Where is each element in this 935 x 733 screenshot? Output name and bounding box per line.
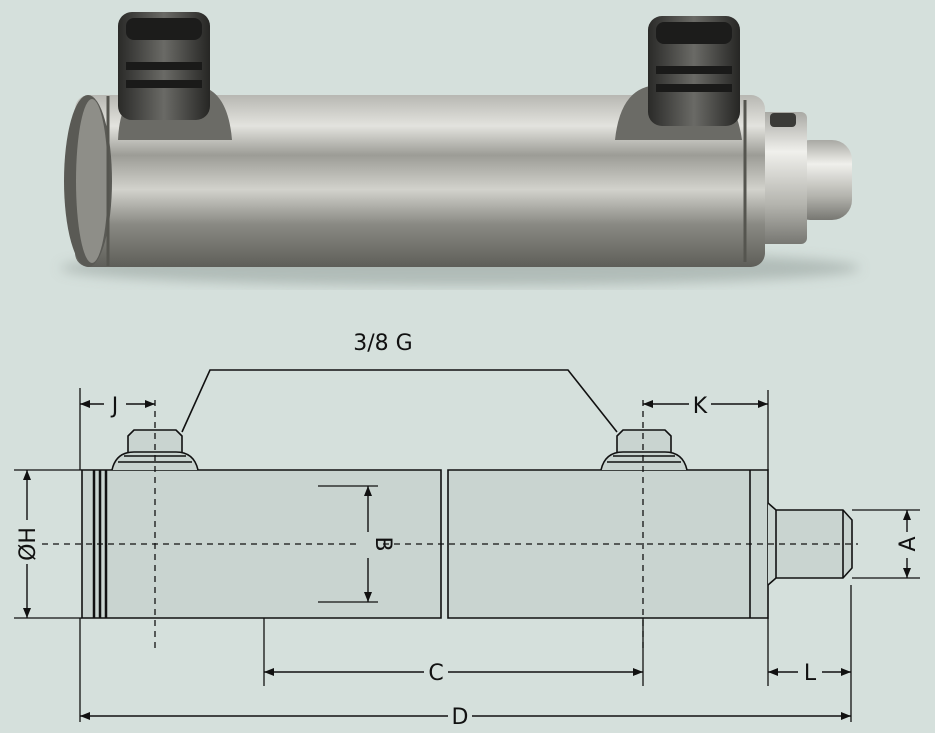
right-port-boss — [600, 429, 688, 471]
dim-label-d: D — [452, 705, 469, 730]
cylinder-photo — [60, 12, 860, 286]
dim-label-c: C — [428, 661, 443, 686]
dimension-labels: 3/8 G J K ØH B A C L D — [14, 331, 921, 730]
dim-label-h: ØH — [16, 527, 41, 561]
piston-rod — [767, 502, 853, 586]
dim-label-l: L — [804, 661, 817, 686]
dim-label-a: A — [896, 536, 921, 551]
port-thread-label: 3/8 G — [353, 331, 412, 356]
cylinder-drawing — [14, 369, 920, 722]
tube-left-section — [81, 469, 442, 619]
dim-label-j: J — [110, 394, 119, 419]
dim-label-b: B — [370, 536, 395, 551]
center-lines — [20, 400, 858, 648]
port-leader-line — [181, 369, 618, 433]
dimension-arrowheads — [23, 400, 911, 720]
dim-label-k: K — [693, 394, 708, 419]
extension-lines — [14, 388, 920, 722]
